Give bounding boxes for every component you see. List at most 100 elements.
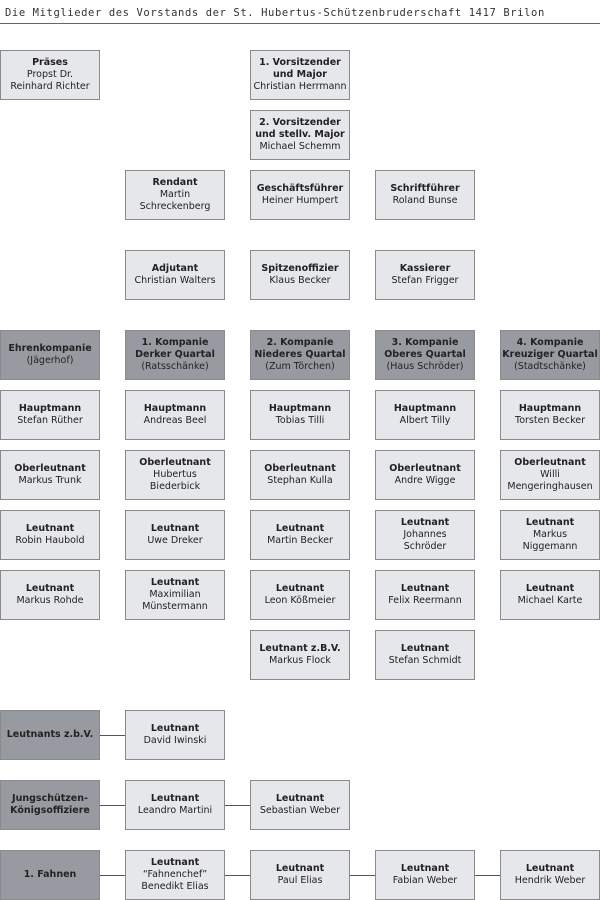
box-person-name: Michael Schemm xyxy=(259,141,341,152)
box-role-label: Rendant xyxy=(152,177,198,188)
box-role-label: Spitzenoffizier xyxy=(261,263,339,274)
org-box-lzbv: Leutnants z.b.V. xyxy=(0,710,100,760)
box-role-label: Präses xyxy=(32,57,68,68)
box-person-name: Martin Becker xyxy=(267,535,333,546)
box-role-label: Leutnant xyxy=(275,583,325,594)
box-role-label: Leutnant xyxy=(400,583,450,594)
box-person-name: (Ratsschänke) xyxy=(141,361,209,372)
box-role-label: Hauptmann xyxy=(143,403,207,414)
box-person-name: Stefan Schmidt xyxy=(388,655,462,666)
org-box-jung: Jungschützen-Königsoffiziere xyxy=(0,780,100,830)
box-person-name: Propst Dr. xyxy=(26,69,74,80)
box-person-name: Hendrik Weber xyxy=(514,875,586,886)
box-role-label: und Major xyxy=(273,69,327,80)
box-role-label: Leutnant xyxy=(525,863,575,874)
box-person-name: Mengeringhausen xyxy=(507,481,593,492)
box-person-name: Sebastian Weber xyxy=(259,805,341,816)
box-role-label: Leutnant xyxy=(400,517,450,528)
box-role-label: Leutnant xyxy=(275,793,325,804)
box-person-name: Roland Bunse xyxy=(392,195,458,206)
box-person-name: Reinhard Richter xyxy=(10,81,90,92)
box-person-name: Uwe Dreker xyxy=(147,535,203,546)
box-person-name: Leon Kößmeier xyxy=(264,595,336,606)
box-role-label: Leutnant xyxy=(25,523,75,534)
box-role-label: Oberes Quartal xyxy=(384,349,466,360)
box-role-label: Geschäftsführer xyxy=(256,183,344,194)
box-person-name: (Stadtschänke) xyxy=(514,361,586,372)
box-role-label: Leutnant xyxy=(150,793,200,804)
box-person-name: Münstermann xyxy=(142,601,208,612)
org-box-fahnen: 1. Fahnen xyxy=(0,850,100,900)
org-box-f1: Leutnant“Fahnenchef”Benedikt Elias xyxy=(125,850,225,900)
box-person-name: Heiner Humpert xyxy=(261,195,339,206)
box-person-name: Biederbick xyxy=(149,481,201,492)
org-box-k0: Ehrenkompanie(Jägerhof) xyxy=(0,330,100,380)
box-role-label: Ehrenkompanie xyxy=(8,343,92,354)
box-person-name: Christian Herrmann xyxy=(253,81,347,92)
connector-line xyxy=(100,735,125,736)
box-role-label: Leutnant xyxy=(150,723,200,734)
box-person-name: Martin xyxy=(159,189,191,200)
box-person-name: Christian Walters xyxy=(134,275,216,286)
box-person-name: Felix Reermann xyxy=(388,595,462,606)
box-role-label: und stellv. Major xyxy=(255,129,345,140)
box-person-name: Stefan Rüther xyxy=(17,415,83,426)
box-role-label: Oberleutnant xyxy=(389,463,461,474)
box-person-name: Willi xyxy=(540,469,560,480)
box-person-name: David Iwinski xyxy=(143,735,207,746)
box-person-name: Albert Tilly xyxy=(399,415,451,426)
box-role-label: Leutnant xyxy=(400,643,450,654)
box-role-label: 2. Kompanie xyxy=(266,337,334,348)
box-person-name: Andreas Beel xyxy=(143,415,207,426)
org-box-k2zbv: Leutnant z.B.V.Markus Flock xyxy=(250,630,350,680)
box-role-label: Hauptmann xyxy=(518,403,582,414)
box-role-label: Leutnant xyxy=(150,523,200,534)
box-role-label: Leutnant xyxy=(150,577,200,588)
box-person-name: Markus Rohde xyxy=(16,595,84,606)
connector-line xyxy=(350,875,375,876)
box-role-label: Oberleutnant xyxy=(139,457,211,468)
box-person-name: Fabian Weber xyxy=(392,875,458,886)
box-role-label: Leutnant xyxy=(275,863,325,874)
box-person-name: Markus Flock xyxy=(269,655,331,666)
box-role-label: Leutnants z.b.V. xyxy=(6,729,94,740)
box-role-label: 3. Kompanie xyxy=(391,337,459,348)
box-person-name: Andre Wigge xyxy=(394,475,456,486)
box-person-name: Tobias Tilli xyxy=(275,415,325,426)
box-role-label: Jungschützen- xyxy=(12,793,88,804)
page-title: Die Mitglieder des Vorstands der St. Hub… xyxy=(5,7,545,19)
box-role-label: Leutnant z.B.V. xyxy=(259,643,341,654)
box-person-name: Robin Haubold xyxy=(15,535,85,546)
